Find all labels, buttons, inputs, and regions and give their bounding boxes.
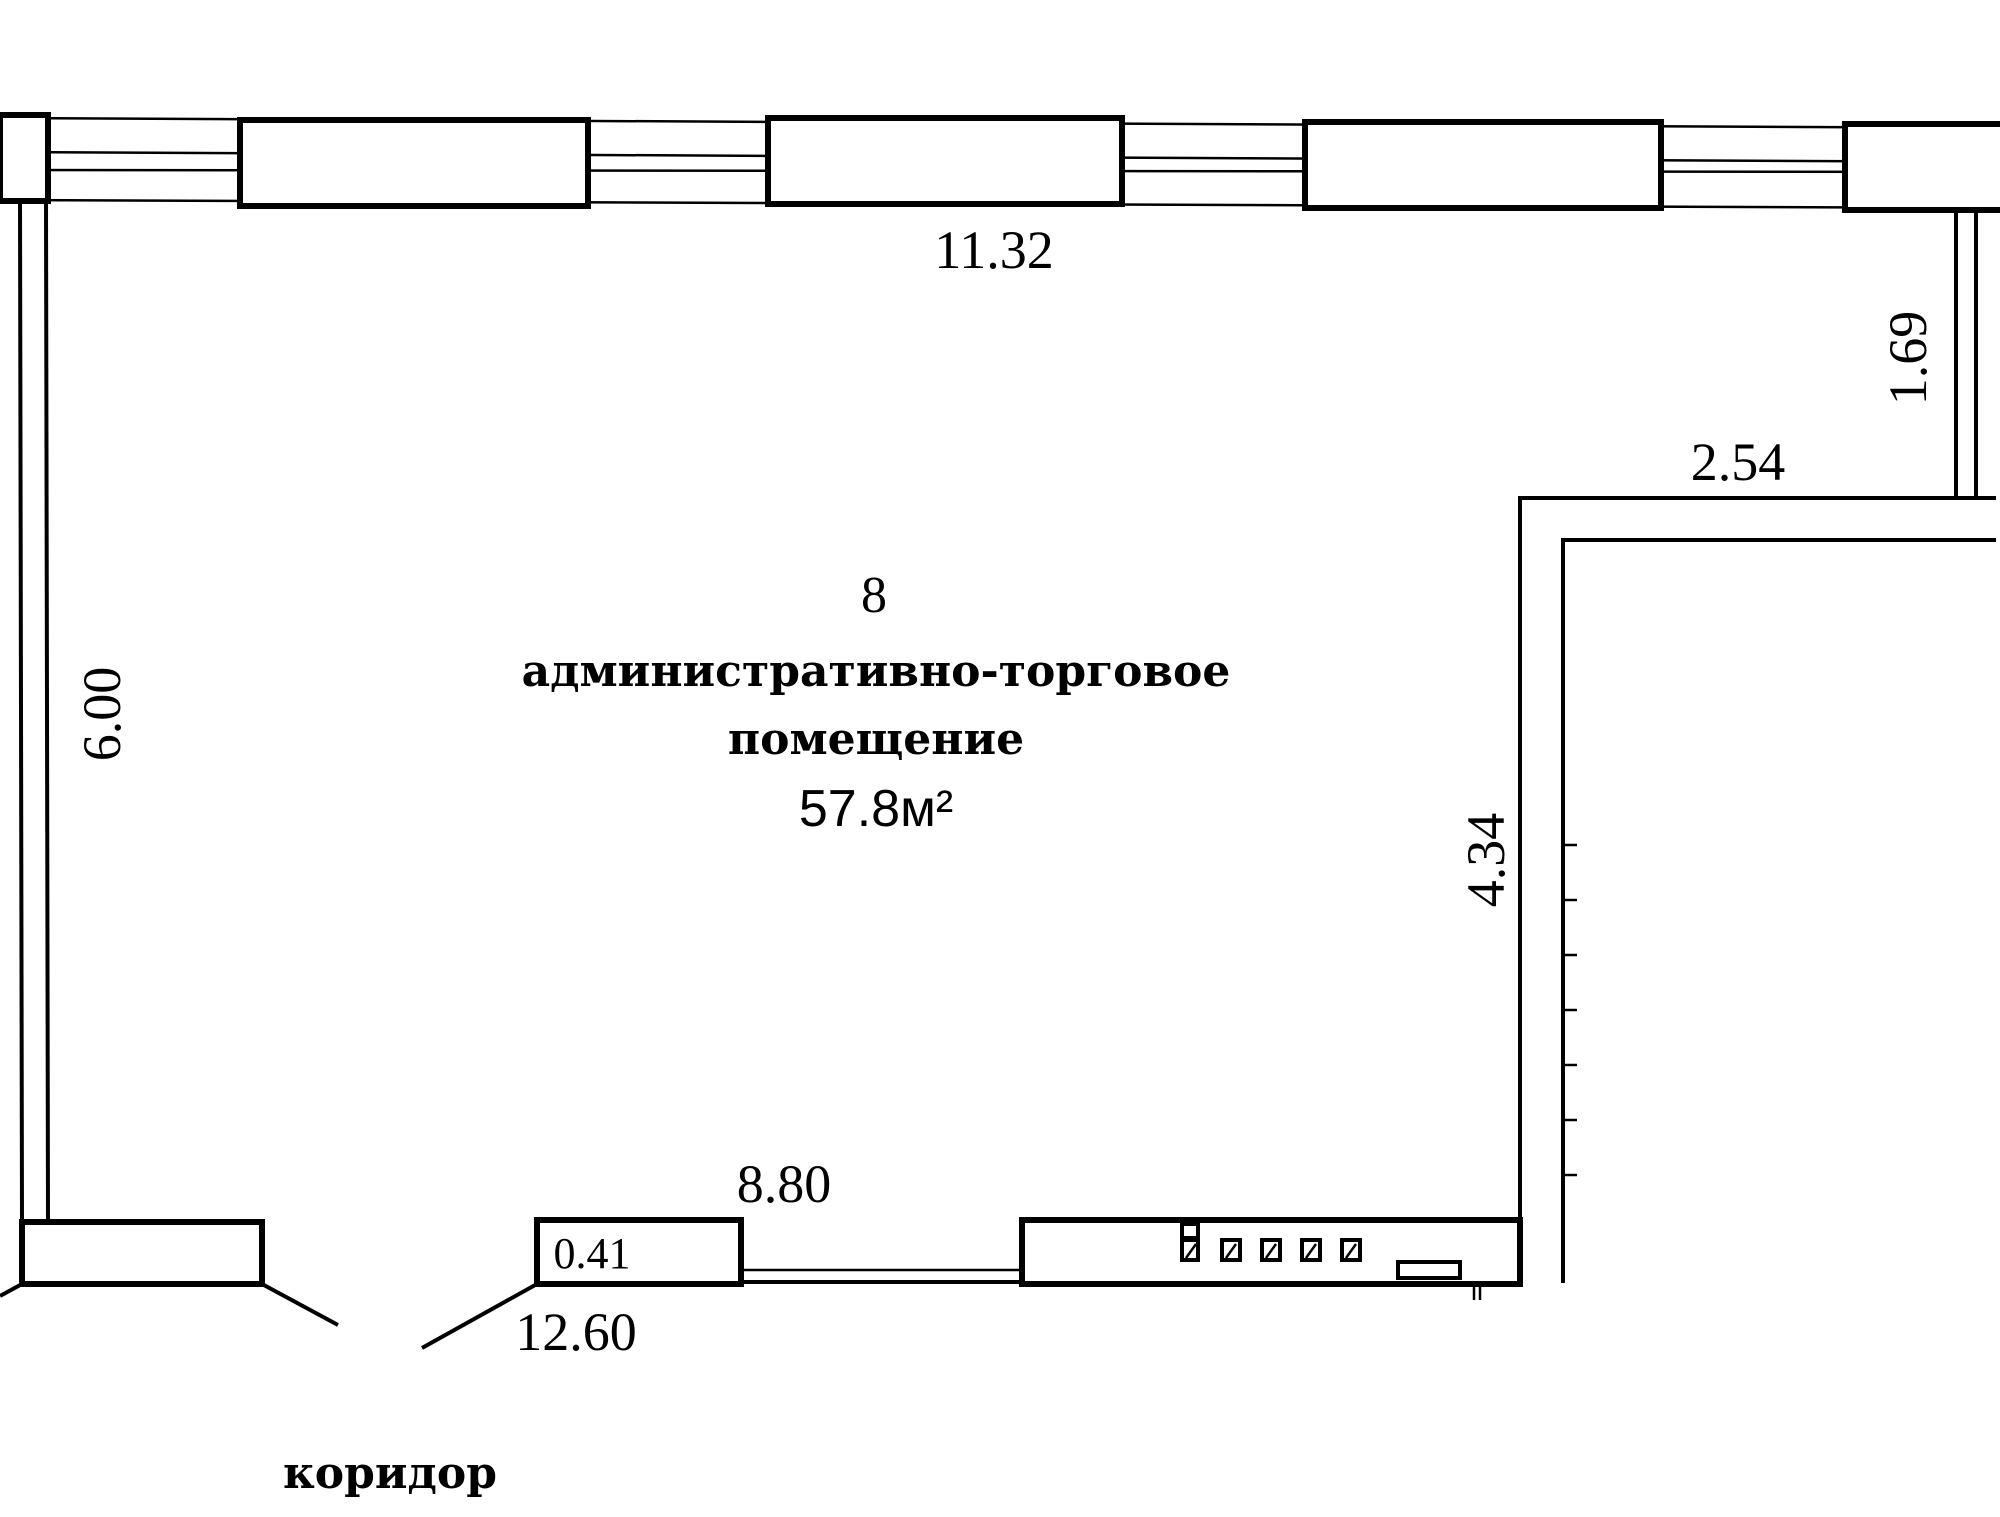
dim-bottom-inner: 8.80 [737, 1154, 832, 1214]
dim-pier: 0.41 [554, 1229, 631, 1278]
top-pier-3 [765, 115, 1125, 207]
corridor-label: коридор [283, 1448, 497, 1499]
dim-inner-right: 4.34 [1456, 813, 1516, 908]
room-name-line2: помещение [728, 714, 1024, 765]
dim-top-wall: 11.32 [934, 220, 1054, 280]
room-area: 57.8м² [799, 780, 953, 838]
dim-left-wall: 6.00 [72, 667, 132, 762]
dim-step-horizontal: 2.54 [1691, 432, 1786, 492]
bottom-wall [0, 1217, 1523, 1350]
dim-right-upper: 1.69 [1878, 311, 1938, 406]
top-pier-1 [0, 112, 51, 204]
bottom-pier-middle [534, 1217, 744, 1287]
top-pier-4 [1302, 119, 1664, 211]
bottom-pier-left [19, 1219, 265, 1287]
top-wall [0, 112, 2000, 213]
inner-wall [1518, 496, 1996, 1283]
top-pier-5 [1842, 121, 2000, 213]
top-pier-2 [237, 117, 591, 209]
room-name-line1: административно-торговое [522, 646, 1231, 697]
room-number: 8 [861, 567, 887, 624]
room-label: 8 административно-торговое помещение 57.… [522, 567, 1231, 838]
dim-bottom-outer: 12.60 [515, 1302, 637, 1362]
left-wall [18, 200, 50, 1223]
right-upper-wall [1954, 210, 1978, 500]
